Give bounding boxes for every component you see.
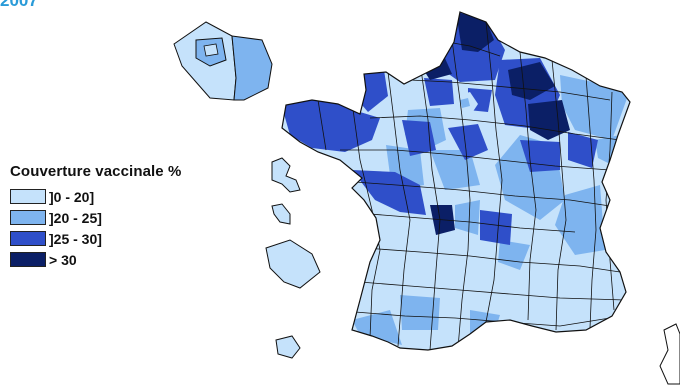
legend-item-over-30: > 30 <box>10 249 181 270</box>
legend-title: Couverture vaccinale % <box>10 163 182 180</box>
legend-label: > 30 <box>49 251 77 268</box>
region-guyane <box>265 239 321 289</box>
region-martinique <box>271 203 291 225</box>
legend-swatch <box>10 210 46 225</box>
legend-label: ]20 - 25] <box>49 209 102 226</box>
idf-inset <box>173 21 273 101</box>
mainland-france <box>281 11 631 351</box>
region-reunion <box>275 335 301 359</box>
legend-swatch <box>10 252 46 267</box>
legend-label: ]0 - 20] <box>49 188 95 205</box>
region-guadeloupe <box>271 157 301 193</box>
legend-item-25-30: ]25 - 30] <box>10 228 181 249</box>
map-legend: Couverture vaccinale % ]0 - 20] ]20 - 25… <box>10 163 181 270</box>
region-idf-east <box>231 35 273 101</box>
map-title-fragment: 2007 <box>0 0 38 10</box>
legend-swatch <box>10 189 46 204</box>
region-corse <box>659 323 680 385</box>
overseas-insets <box>265 157 680 385</box>
legend-item-20-25: ]20 - 25] <box>10 207 181 228</box>
legend-item-0-20: ]0 - 20] <box>10 186 181 207</box>
legend-label: ]25 - 30] <box>49 230 102 247</box>
legend-swatch <box>10 231 46 246</box>
region-idf-paris <box>203 43 219 57</box>
